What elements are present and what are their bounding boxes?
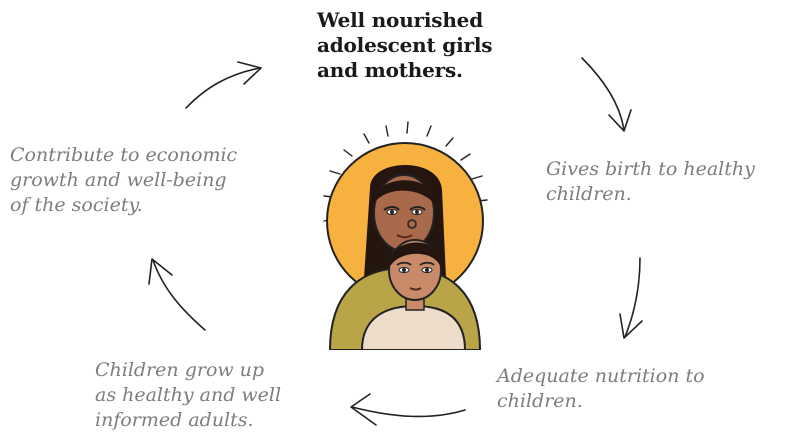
center-title: Well nourished adolescent girls and moth… — [317, 8, 547, 83]
cycle-step-line: Gives birth to healthy — [546, 158, 755, 180]
cycle-step-gives-birth: Gives birth to healthy children. — [546, 157, 786, 207]
clockwise-arrow-icon — [581, 57, 632, 132]
clockwise-arrow-icon — [148, 258, 206, 331]
cycle-step-line: Contribute to economic — [10, 144, 238, 166]
cycle-step-economic-growth: Contribute to economic growth and well-b… — [10, 143, 300, 218]
center-title-line: and mothers. — [317, 58, 463, 82]
cycle-step-line: informed adults. — [95, 409, 254, 431]
cycle-step-line: growth and well-being — [10, 169, 227, 191]
cycle-step-line: Adequate nutrition to — [497, 365, 705, 387]
clockwise-arrow-icon — [185, 61, 262, 109]
cycle-step-adequate-nutrition: Adequate nutrition to children. — [497, 364, 757, 414]
cycle-step-children-grow-up: Children grow up as healthy and well inf… — [95, 358, 335, 433]
child-hair — [388, 242, 442, 268]
cycle-step-line: children. — [497, 390, 583, 412]
cycle-step-line: as healthy and well — [95, 384, 282, 406]
cycle-step-line: children. — [546, 183, 632, 205]
center-title-line: adolescent girls — [317, 33, 493, 57]
clockwise-arrow-icon — [350, 393, 466, 426]
cycle-step-line: of the society. — [10, 194, 143, 216]
mother-child-illustration — [323, 121, 488, 350]
center-title-line: Well nourished — [317, 8, 483, 32]
cycle-step-line: Children grow up — [95, 359, 265, 381]
clockwise-arrow-icon — [619, 257, 643, 339]
